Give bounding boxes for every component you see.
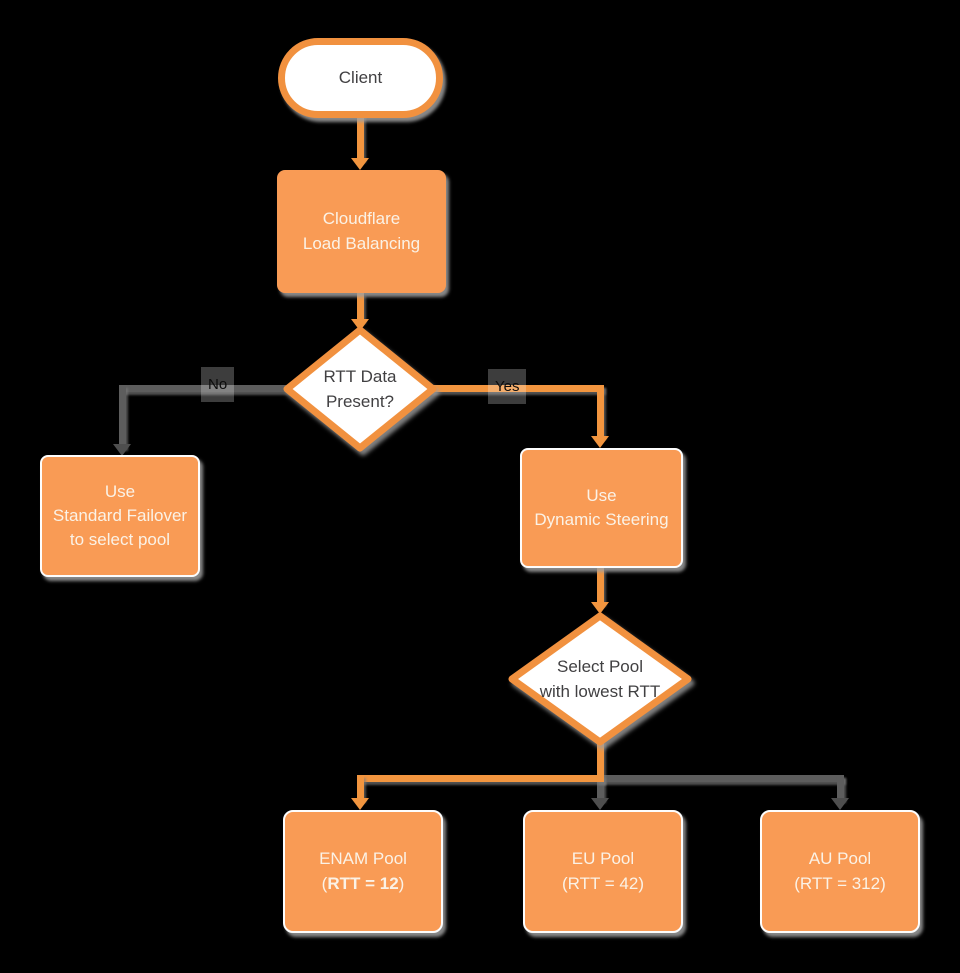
edge-no-horizontal [122,385,292,392]
arrowhead-au-pool [831,798,849,810]
edge-client-lb [357,114,364,160]
edge-yes-horizontal [430,385,604,392]
yes-edge-label: Yes [488,369,527,404]
edge-no-vertical [119,385,126,448]
rtt-decision-label: RTT Data Present? [323,366,397,412]
arrowhead-enam-pool [351,798,369,810]
rtt-decision-diamond [283,326,437,452]
au-pool-node: AU Pool (RTT = 312) [760,810,920,933]
enam-pool-node: ENAM Pool (RTT = 12) [283,810,443,933]
enam-pool-label: ENAM Pool (RTT = 12) [319,849,407,893]
eu-pool-node: EU Pool (RTT = 42) [523,810,683,933]
eu-pool-label: EU Pool (RTT = 42) [561,849,645,893]
edge-selectpool-stub [597,740,604,782]
edge-lb-decision [357,293,364,321]
dynamic-steering-node: Use Dynamic Steering [520,448,683,568]
cloudflare-lb-label: Cloudflare Load Balancing [302,209,421,253]
client-node: Client [278,38,443,118]
no-edge-label: No [201,367,235,402]
arrowhead-rtt-decision [351,319,369,331]
cloudflare-lb-node: Cloudflare Load Balancing [277,170,446,293]
edge-au-horizontal [600,775,844,782]
edge-enam-horizontal [357,775,604,782]
client-label: Client [338,68,383,87]
arrowhead-select-pool [591,602,609,614]
dynamic-steering-label: Use Dynamic Steering [534,485,669,529]
edge-enam-vertical [357,775,364,800]
arrowhead-dynamic-steering [591,436,609,448]
edge-ds-selectpool [597,568,604,604]
edge-eu-vertical [597,779,604,800]
arrowhead-lb [351,158,369,170]
arrowhead-standard-failover [113,444,131,456]
edge-au-vertical [837,775,844,800]
standard-failover-node: Use Standard Failover to select pool [40,455,200,577]
enam-rtt-value: RTT = 12 [327,873,399,893]
au-pool-label: AU Pool (RTT = 312) [794,849,886,893]
select-pool-diamond [508,612,692,746]
standard-failover-label: Use Standard Failover to select pool [52,481,188,550]
edge-yes-vertical [597,385,604,437]
arrowhead-eu-pool [591,798,609,810]
select-pool-label: Select Pool with lowest RTT [539,656,661,702]
